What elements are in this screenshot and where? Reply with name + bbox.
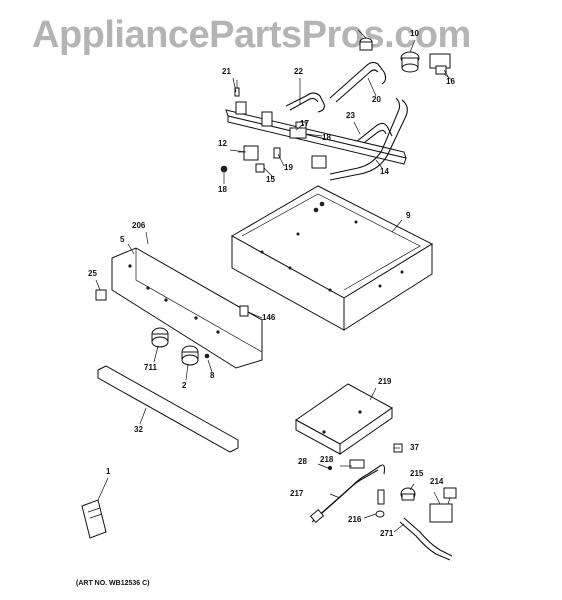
bracket-part-19 [273, 147, 281, 159]
callout-219: 219 [378, 377, 392, 386]
gas-tube-217 [315, 464, 386, 519]
callout-217: 217 [290, 489, 304, 498]
burner-tube-22 [285, 92, 325, 113]
burner-tube-20 [329, 61, 387, 99]
gas-supply-pipe [329, 99, 408, 181]
callout-214: 214 [430, 477, 444, 486]
callout-15: 15 [266, 175, 275, 184]
callout-32: 32 [134, 425, 143, 434]
callout-18-lower: 18 [218, 185, 227, 194]
valve-part-16 [429, 53, 453, 81]
callout-28: 28 [298, 457, 307, 466]
callout-1: 1 [106, 467, 111, 476]
igniter-part-218 [349, 459, 365, 469]
screw-part-8 [204, 353, 210, 359]
regulator-part-214 [429, 487, 457, 523]
igniter-switch-part [238, 145, 259, 161]
callout-25: 25 [88, 269, 97, 278]
callout-711: 711 [144, 363, 157, 372]
callout-8: 8 [210, 371, 215, 380]
screw-part-28 [327, 465, 333, 471]
callout-20: 20 [372, 95, 381, 104]
control-knob-711 [151, 327, 169, 348]
bracket-part-17 [289, 127, 307, 139]
callout-23: 23 [346, 111, 355, 120]
callout-146: 146 [262, 313, 276, 322]
callout-21: 21 [222, 67, 231, 76]
control-knob-2 [181, 345, 199, 366]
callout-37: 37 [410, 443, 419, 452]
mounting-plate [295, 383, 393, 455]
art-number-caption: (ART NO. WB12536 C) [76, 580, 150, 587]
burner-tube-23 [355, 122, 393, 143]
valve-part-215 [400, 487, 416, 501]
valve-cap-part [357, 29, 373, 51]
gas-manifold-bar [225, 101, 407, 169]
gas-tube-271 [403, 517, 453, 557]
callout-19: 19 [284, 163, 293, 172]
callout-18-upper: 18 [322, 133, 331, 142]
callout-5: 5 [120, 235, 125, 244]
callout-271: 271 [380, 529, 394, 538]
leader-lines [95, 39, 450, 533]
callout-206: 206 [132, 221, 146, 230]
callout-22: 22 [294, 67, 303, 76]
callout-16: 16 [446, 77, 455, 86]
valve-part-10 [400, 51, 420, 73]
callout-215: 215 [410, 469, 424, 478]
callout-12: 12 [218, 139, 227, 148]
callout-9: 9 [406, 211, 411, 220]
callout-216: 216 [348, 515, 362, 524]
callout-17: 17 [300, 119, 309, 128]
trim-strip [97, 365, 239, 453]
callout-218: 218 [320, 455, 334, 464]
watermark-text: AppliancePartsPros.com [32, 14, 471, 56]
callout-10: 10 [410, 29, 419, 38]
clip-part-25 [95, 289, 107, 301]
screw-part-18 [220, 165, 228, 173]
bracket-part-146 [239, 305, 249, 317]
clip-part-15 [255, 163, 265, 173]
fitting-part-216 [375, 489, 385, 518]
callout-2: 2 [182, 381, 187, 390]
callout-14: 14 [380, 167, 389, 176]
burner-box-pan [230, 185, 434, 331]
control-panel [111, 247, 263, 369]
owner-manual [81, 499, 107, 539]
